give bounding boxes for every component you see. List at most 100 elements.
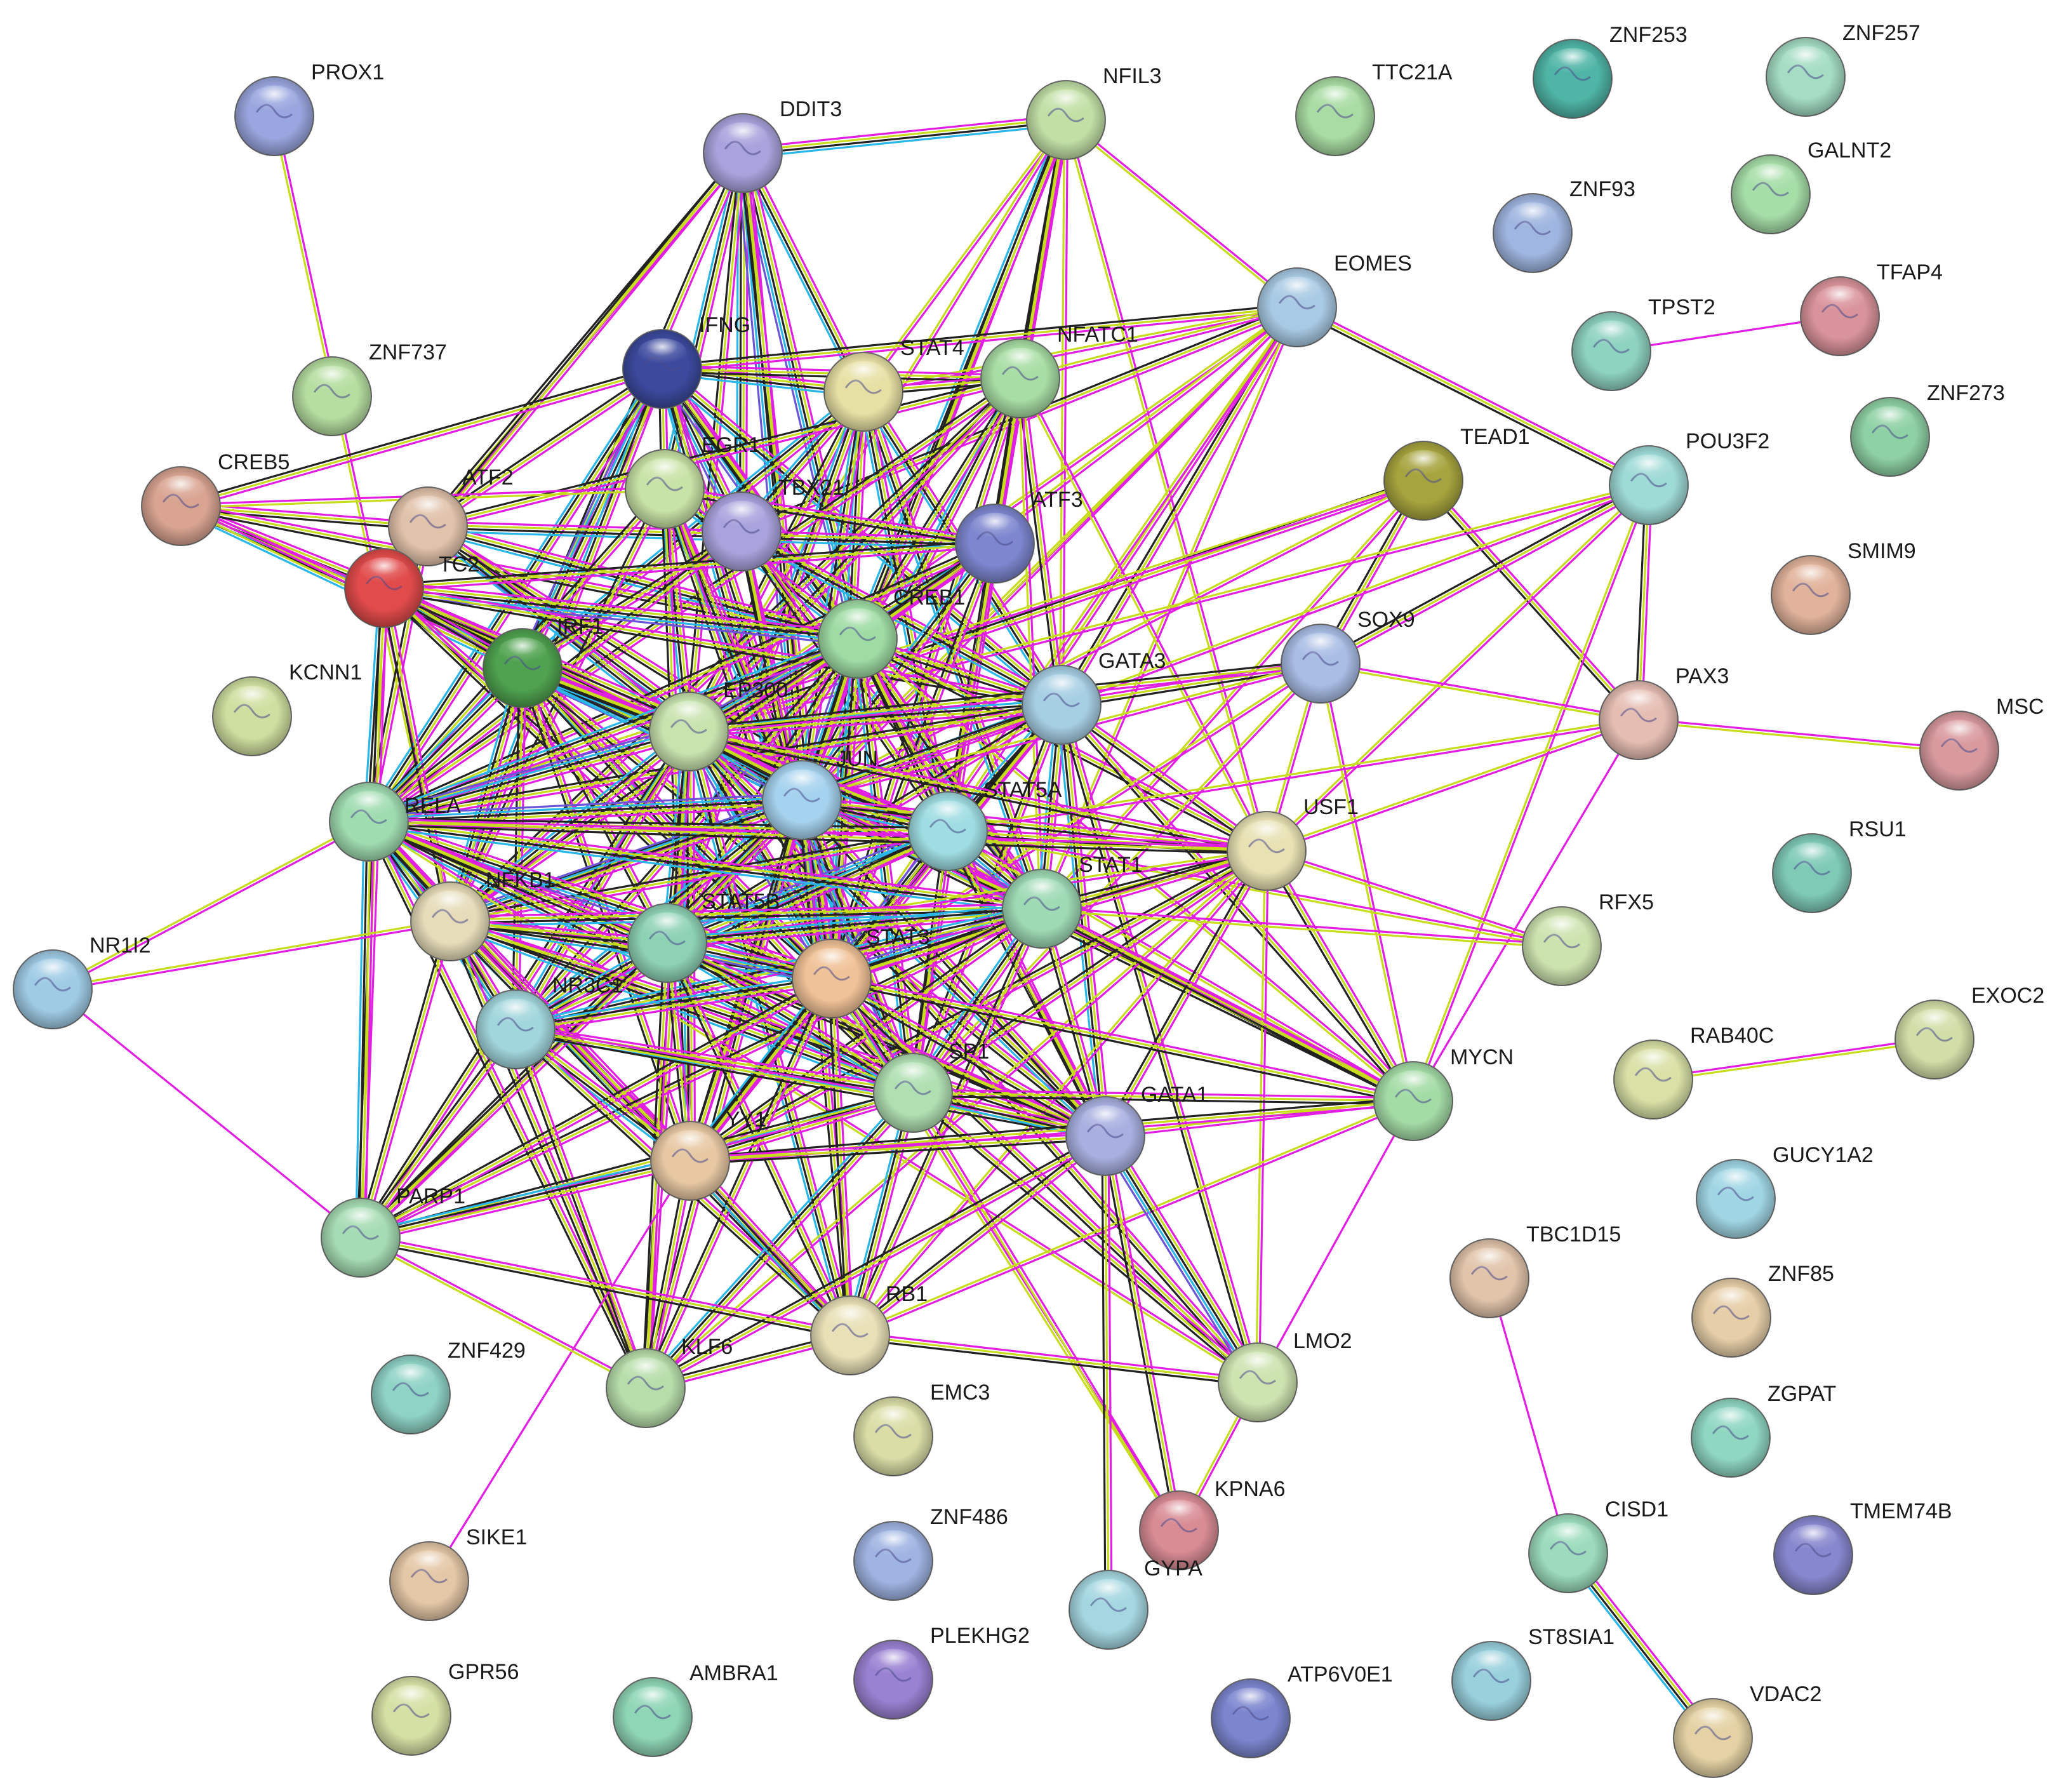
edge-line [359,920,451,1239]
node-label: USF1 [1303,795,1359,819]
node-label: NFIL3 [1103,64,1162,88]
node-tmem74b[interactable] [1773,1515,1853,1595]
node-sox9[interactable] [1281,624,1361,704]
node-st8sia1[interactable] [1451,1641,1531,1721]
node-yy1[interactable] [650,1121,730,1201]
node-atf2[interactable] [388,486,468,566]
node-mycn[interactable] [1373,1061,1453,1141]
node-stat5b[interactable] [627,903,707,983]
node-ambra1[interactable] [613,1677,693,1757]
edge-line [370,380,1023,826]
edge-line [666,906,1043,943]
node-rsu1[interactable] [1772,833,1852,913]
node-exoc2[interactable] [1894,1000,1974,1080]
node-tbc1d15[interactable] [1449,1238,1529,1318]
node-znf737[interactable] [292,356,372,436]
node-ep300[interactable] [649,692,729,772]
node-galnt2[interactable] [1731,154,1811,234]
node-tbx21[interactable] [702,491,782,572]
node-zgpat[interactable] [1691,1398,1771,1478]
node-pou3f2[interactable] [1609,445,1689,525]
node-emc3[interactable] [853,1396,933,1476]
node-nfatc1[interactable] [980,338,1060,418]
node-znf273[interactable] [1850,397,1930,477]
node-tead1[interactable] [1383,441,1463,521]
node-ddit3[interactable] [703,113,783,193]
node-rb1[interactable] [810,1295,890,1375]
node-atf2_red[interactable] [344,548,424,628]
node-ifng[interactable] [622,329,702,409]
node-rab40c[interactable] [1613,1040,1693,1120]
node-nfkb1[interactable] [410,881,490,961]
node-irf1[interactable] [483,628,563,708]
edge-line [368,824,949,836]
node-eomes[interactable] [1257,267,1337,347]
edge-line [364,820,375,1239]
node-plekhg2[interactable] [853,1640,933,1720]
edge-POU3F2-USF1 [1264,483,1651,853]
node-tfap4[interactable] [1800,276,1880,356]
edge-line [661,309,1299,373]
node-znf93[interactable] [1493,193,1573,273]
node-nr1i2[interactable] [13,949,93,1029]
node-rfx5[interactable] [1522,906,1602,986]
node-smim9[interactable] [1771,555,1851,635]
node-stat4[interactable] [823,352,903,432]
node-vdac2[interactable] [1673,1698,1753,1778]
node-highlight [717,500,766,530]
edge-line [52,822,371,992]
edge-line [662,151,743,490]
edge-line [359,1028,517,1239]
edge-line [518,668,688,1163]
node-cisd1[interactable] [1528,1513,1608,1593]
node-kpna6[interactable] [1139,1490,1219,1570]
edge-line [368,819,1043,909]
node-gpr56[interactable] [371,1676,451,1756]
node-stat1[interactable] [1002,869,1082,949]
node-parp1[interactable] [321,1198,401,1278]
node-atf3[interactable] [955,504,1035,584]
node-kcnn1[interactable] [212,676,292,756]
node-highlight [1272,276,1322,305]
node-usf1[interactable] [1227,811,1307,891]
node-msc[interactable] [1919,711,1999,791]
node-creb5[interactable] [141,466,221,546]
node-gata1[interactable] [1065,1096,1145,1176]
node-highlight [1548,48,1597,77]
node-gucy1a2[interactable] [1696,1159,1776,1239]
node-sp1[interactable] [873,1053,953,1133]
edge-line [1060,483,1649,705]
node-gata3[interactable] [1022,665,1102,745]
node-ttc21a[interactable] [1295,76,1375,156]
node-znf85[interactable] [1691,1278,1771,1358]
edge-line [359,942,669,1239]
node-znf486[interactable] [853,1521,933,1601]
node-prox1[interactable] [234,76,314,156]
edge-line [517,667,527,1031]
node-klf6[interactable] [606,1348,686,1428]
node-znf429[interactable] [371,1354,451,1434]
node-rela[interactable] [329,782,409,862]
node-gypa[interactable] [1069,1570,1149,1650]
node-jun[interactable] [762,760,842,840]
node-creb1[interactable] [818,599,898,679]
edge-line [1637,720,1961,754]
node-egr1[interactable] [625,449,705,529]
node-tpst2[interactable] [1571,311,1651,391]
node-sike1[interactable] [389,1541,469,1621]
edge-STAT1-RFX5 [1041,906,1563,949]
edge-line [644,977,833,1389]
node-nfil3[interactable] [1026,80,1106,160]
node-znf253[interactable] [1533,39,1613,119]
node-pax3[interactable] [1599,680,1679,760]
node-znf257[interactable] [1766,37,1846,117]
edge-line [366,724,688,817]
node-stat3[interactable] [792,939,872,1019]
edge-line [912,1095,1415,1106]
node-label: PROX1 [311,60,384,84]
node-highlight [1815,285,1865,314]
node-stat5a[interactable] [908,791,988,871]
node-atp6v0e1[interactable] [1211,1678,1291,1758]
node-lmo2[interactable] [1218,1342,1298,1422]
node-nr3c1[interactable] [476,989,556,1069]
